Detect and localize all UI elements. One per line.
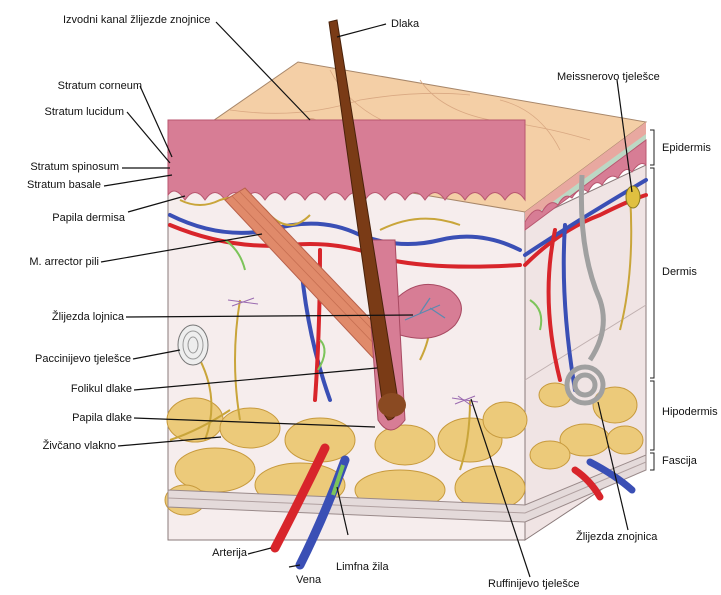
label-hair-follicle: Folikul dlake — [71, 383, 132, 396]
label-pacinian-corpuscle: Paccinijevo tjelešce — [35, 353, 131, 366]
label-artery: Arterija — [212, 547, 247, 560]
label-meissner-corpuscle: Meissnerovo tjelešce — [557, 71, 660, 84]
hair-bulb — [378, 393, 406, 417]
label-arrector-pili: M. arrector pili — [29, 256, 99, 269]
label-dermis: Dermis — [662, 266, 697, 279]
label-stratum-basale: Stratum basale — [27, 179, 101, 192]
label-stratum-spinosum: Stratum spinosum — [30, 161, 119, 174]
label-nerve-fiber: Živčano vlakno — [43, 440, 116, 453]
label-stratum-lucidum: Stratum lucidum — [45, 106, 124, 119]
label-lymph-vessel: Limfna žila — [336, 561, 389, 574]
label-sebaceous-gland: Žlijezda lojnica — [52, 311, 124, 324]
layer-brackets — [650, 130, 654, 470]
label-hair-papilla: Papila dlake — [72, 412, 132, 425]
label-vein: Vena — [296, 574, 321, 587]
label-ruffini-corpuscle: Ruffinijevo tjelešce — [488, 578, 580, 591]
label-stratum-corneum: Stratum corneum — [58, 80, 142, 93]
label-fascia: Fascija — [662, 455, 697, 468]
label-hair: Dlaka — [391, 18, 419, 31]
meissner-corpuscle — [626, 186, 640, 208]
label-dermal-papilla: Papila dermisa — [52, 212, 125, 225]
pacinian-corpuscle — [178, 325, 208, 365]
label-sweat-gland: Žlijezda znojnica — [576, 531, 657, 544]
label-epidermis: Epidermis — [662, 142, 711, 155]
label-sweat-duct: Izvodni kanal žlijezde znojnice — [63, 14, 210, 27]
label-hypodermis: Hipodermis — [662, 406, 718, 419]
